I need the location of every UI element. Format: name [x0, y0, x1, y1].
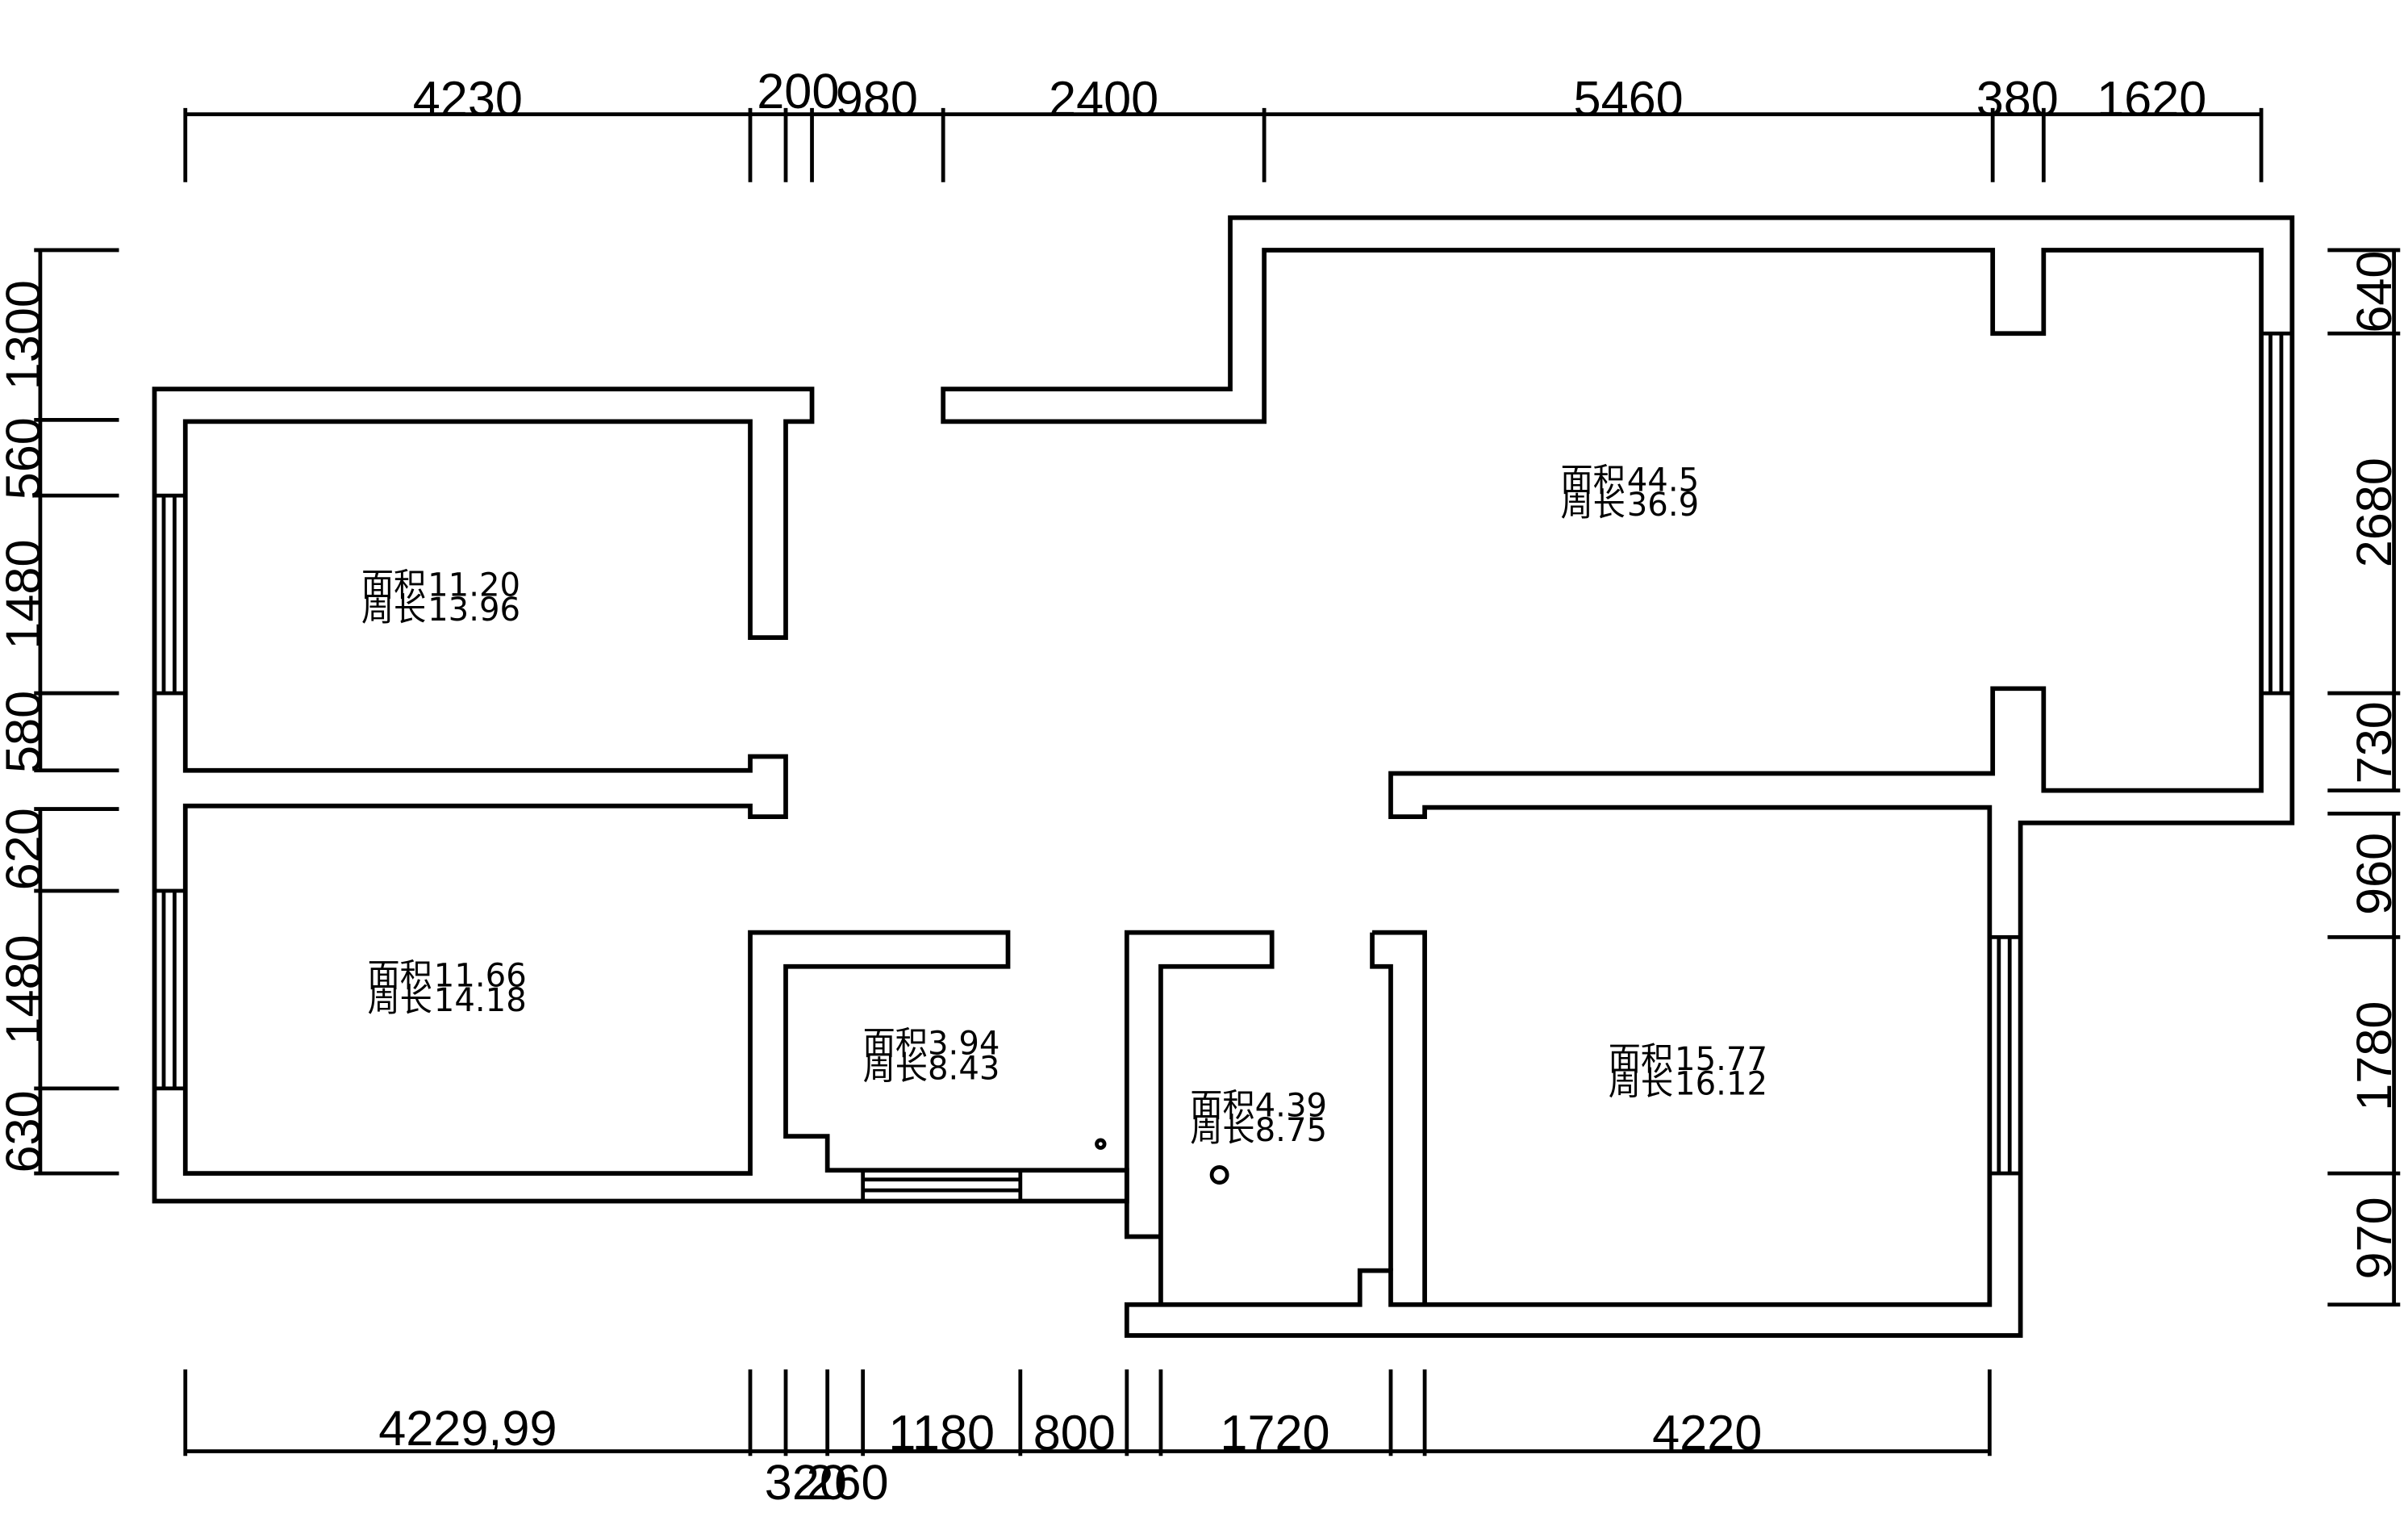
- svg-text:周长: 周长: [1609, 1066, 1673, 1103]
- svg-text:周长: 周长: [361, 591, 426, 629]
- bottom-dim-label: 800: [1033, 1406, 1116, 1461]
- bottom-dim-label: 4220: [1652, 1406, 1762, 1461]
- window: [152, 888, 188, 1091]
- left-dim-label: 1480: [0, 540, 51, 650]
- right-dim-label: 970: [2347, 1197, 2402, 1279]
- svg-text:面积: 面积: [1190, 1087, 1254, 1124]
- left-dim-label: 630: [0, 1090, 51, 1172]
- svg-text:周长: 周长: [863, 1050, 928, 1087]
- bottom-dimension-line: [183, 1369, 1992, 1457]
- window: [861, 1168, 1023, 1203]
- right-dimension-line: [2327, 248, 2401, 1307]
- bottom-dim-label: 320: [765, 1455, 847, 1510]
- left-dim-label: 580: [0, 691, 51, 773]
- svg-text:面积: 面积: [863, 1026, 928, 1063]
- left-dim-label: 560: [0, 417, 51, 499]
- left-dim-label: 1300: [0, 280, 51, 390]
- svg-text:36.9: 36.9: [1627, 487, 1699, 524]
- svg-text:14.18: 14.18: [434, 982, 527, 1019]
- top-dim-label: 1620: [2097, 71, 2206, 126]
- svg-text:面积: 面积: [368, 958, 432, 995]
- room-label-bedroom-2: 面积 11.66 周长 14.18: [368, 958, 527, 1020]
- top-dim-label: 4230: [413, 71, 523, 126]
- svg-text:面积: 面积: [361, 567, 426, 604]
- room-label-kitchen: 面积 3.94 周长 8.43: [863, 1026, 1000, 1088]
- svg-text:周长: 周长: [368, 982, 432, 1019]
- room-label-bathroom: 面积 4.39 周长 8.75: [1190, 1087, 1327, 1149]
- top-dimension-line: [183, 107, 2264, 182]
- right-dim-label: 1780: [2347, 1001, 2402, 1111]
- svg-text:11.66: 11.66: [434, 958, 527, 995]
- svg-text:15.77: 15.77: [1675, 1041, 1767, 1078]
- svg-text:周长: 周长: [1190, 1112, 1254, 1149]
- interior-wall: [1370, 930, 1427, 1305]
- drain-icon: [1095, 1138, 1107, 1150]
- svg-text:面积: 面积: [1609, 1041, 1673, 1078]
- outer-wall: [941, 215, 2295, 1338]
- top-dim-label: 5460: [1574, 71, 1684, 126]
- svg-text:4.39: 4.39: [1255, 1087, 1327, 1124]
- left-dim-label: 620: [0, 808, 51, 890]
- interior-wall: [1124, 930, 1275, 1305]
- right-dim-label: 640: [2347, 251, 2402, 333]
- bottom-dim-label: 260: [806, 1455, 888, 1510]
- top-dim-label: 200: [757, 64, 839, 119]
- svg-text:周长: 周长: [1560, 487, 1625, 524]
- window: [152, 493, 188, 696]
- room-label-bedroom-1: 面积 11.20 周长 13.96: [361, 567, 520, 629]
- room-label-living-room: 面积 44.5 周长 36.9: [1560, 462, 1699, 524]
- svg-text:面积: 面积: [1560, 462, 1625, 499]
- window: [1987, 934, 2023, 1176]
- drain-icon: [1209, 1165, 1229, 1185]
- left-dimension-line: [34, 248, 119, 1176]
- top-dim-label: 2400: [1049, 71, 1158, 126]
- top-dim-label: 380: [1976, 71, 2059, 126]
- svg-text:13.96: 13.96: [428, 591, 520, 629]
- left-dim-label: 1480: [0, 934, 51, 1044]
- svg-text:11.20: 11.20: [428, 567, 520, 604]
- svg-text:3.94: 3.94: [928, 1026, 1000, 1063]
- bottom-dim-label: 1720: [1220, 1406, 1329, 1461]
- right-dim-label: 960: [2347, 833, 2402, 915]
- bottom-dim-label: 1180: [888, 1406, 995, 1461]
- right-dim-label: 730: [2347, 701, 2402, 784]
- right-dim-label: 2680: [2347, 458, 2402, 567]
- svg-text:44.5: 44.5: [1627, 462, 1699, 499]
- svg-text:8.43: 8.43: [928, 1050, 1000, 1087]
- outer-wall: [152, 387, 1129, 1204]
- bottom-dim-label: 4229,99: [378, 1401, 557, 1456]
- top-dim-label: 980: [836, 71, 918, 126]
- room-label-bedroom-3: 面积 15.77 周长 16.12: [1609, 1041, 1767, 1103]
- svg-text:16.12: 16.12: [1675, 1066, 1767, 1103]
- window: [2259, 331, 2294, 696]
- svg-text:8.75: 8.75: [1255, 1112, 1327, 1149]
